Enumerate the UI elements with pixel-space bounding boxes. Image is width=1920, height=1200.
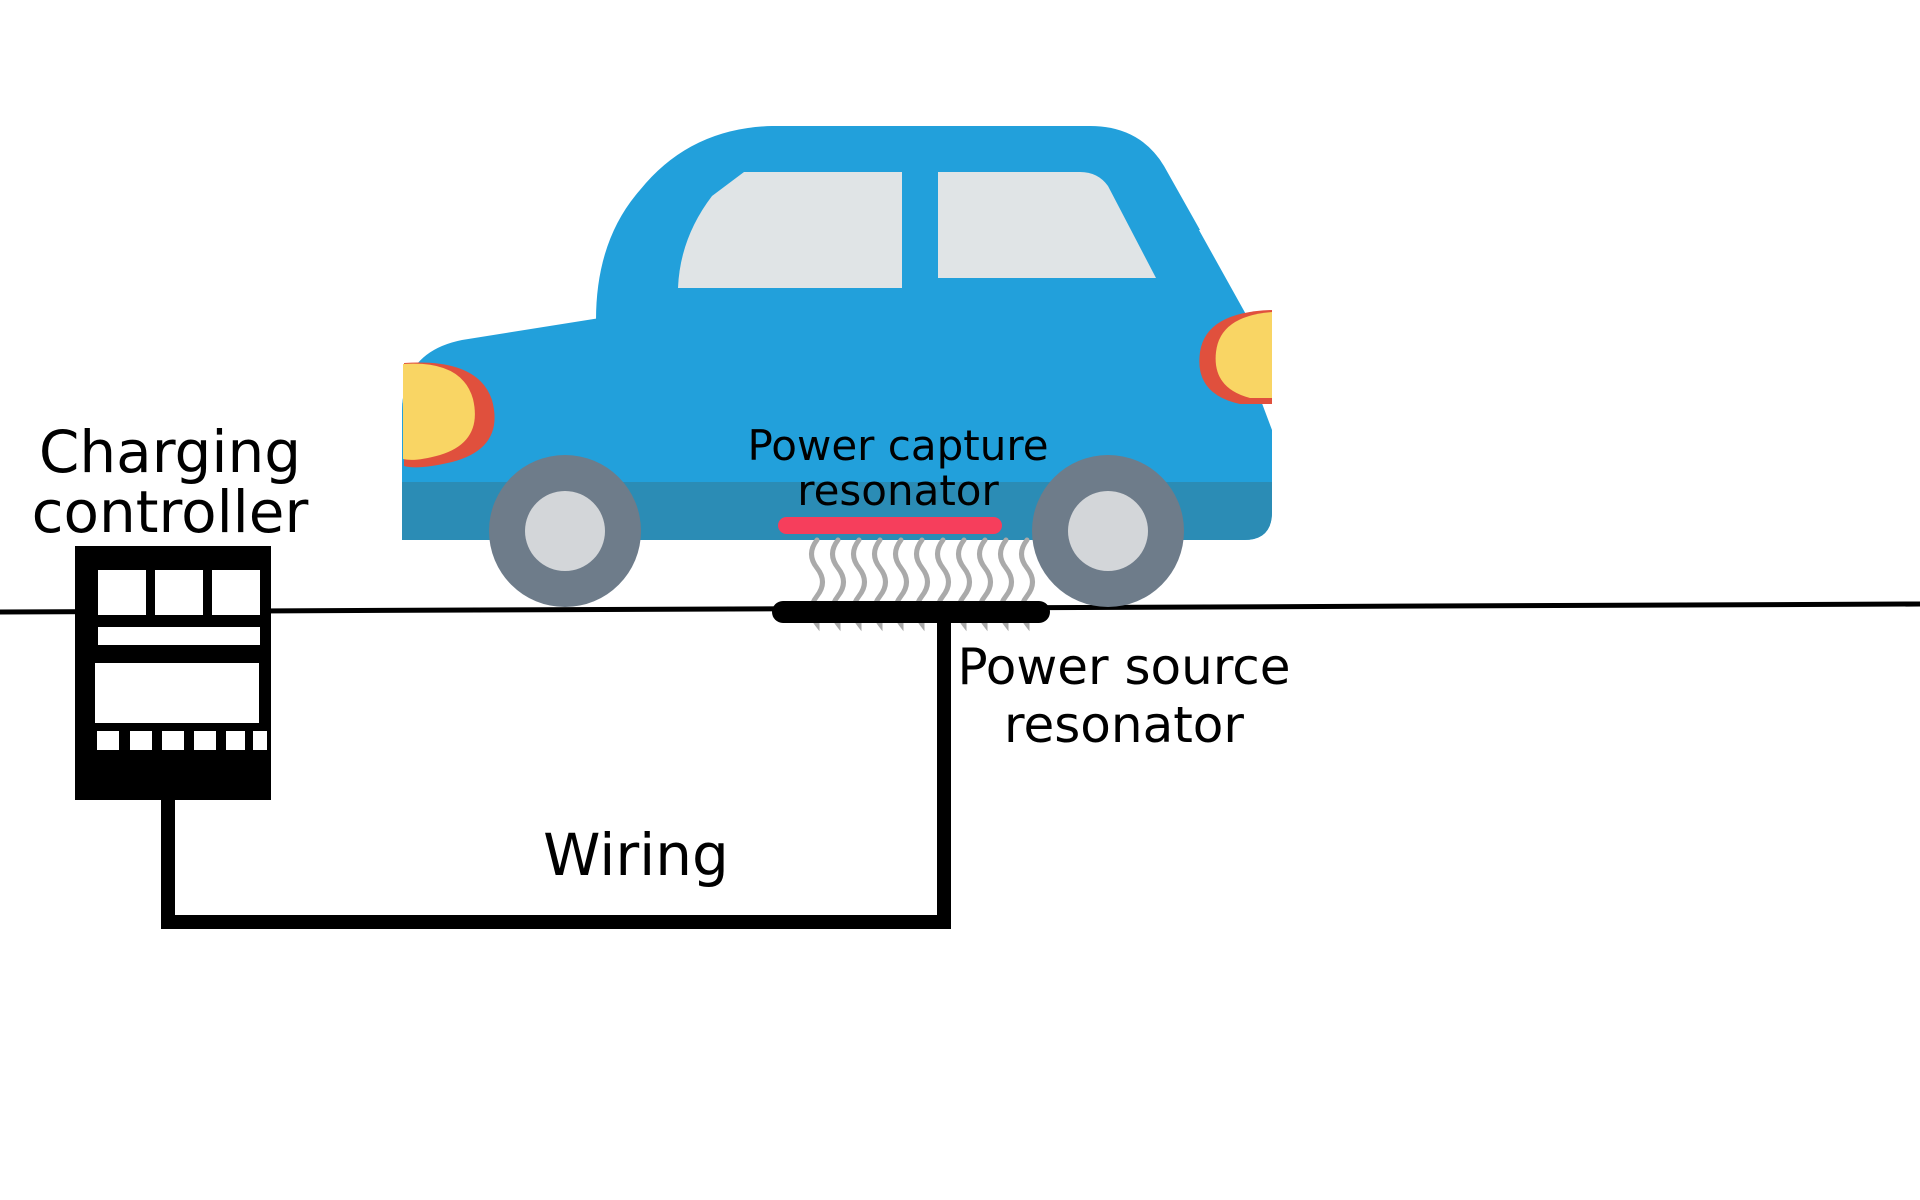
controller-terminal [162,731,184,750]
wiring-label: Wiring [543,821,729,889]
wheel-rear [1032,455,1184,607]
controller-display [95,663,259,723]
charging-controller-label-line1: Charging [39,418,301,486]
controller-terminal [226,731,245,750]
controller-indicator-1 [98,570,146,615]
controller-terminal [97,731,119,750]
power-source-resonator-label-line1: Power source [957,638,1290,696]
headlight-front-yellow [403,363,475,460]
controller-indicator-2 [155,570,203,615]
car-front-window [678,172,902,288]
power-capture-resonator-label-line2: resonator [797,466,999,515]
power-capture-resonator-label: Power capture resonator [747,421,1048,515]
wheel-front [489,455,641,607]
power-source-resonator [772,601,1050,623]
power-source-resonator-label-line2: resonator [1004,696,1244,754]
power-source-resonator-label: Power source resonator [957,638,1290,754]
power-capture-resonator [778,517,1002,534]
controller-terminal [130,731,152,750]
headlight-front [403,362,495,468]
wheel-front-hub [525,491,605,571]
wheel-rear-hub [1068,491,1148,571]
charging-controller-icon [75,546,271,800]
controller-terminal [194,731,216,750]
car-illustration [402,126,1272,607]
power-capture-resonator-label-line1: Power capture [747,421,1048,470]
power-capture-resonator-bar [778,517,1002,534]
charging-controller-label: Charging controller [32,418,309,546]
power-source-resonator-pad [772,601,1050,623]
controller-indicator-3 [212,570,260,615]
taillight-rear [1199,310,1272,404]
wiring-path [161,612,951,929]
taillight-rear-yellow [1215,312,1272,398]
charging-controller-label-line2: controller [32,478,309,546]
controller-terminal [253,731,267,750]
car-rear-window [938,172,1156,278]
wiring-label-text: Wiring [543,821,729,889]
wiring-path-group [161,612,951,929]
controller-slot [98,627,260,645]
